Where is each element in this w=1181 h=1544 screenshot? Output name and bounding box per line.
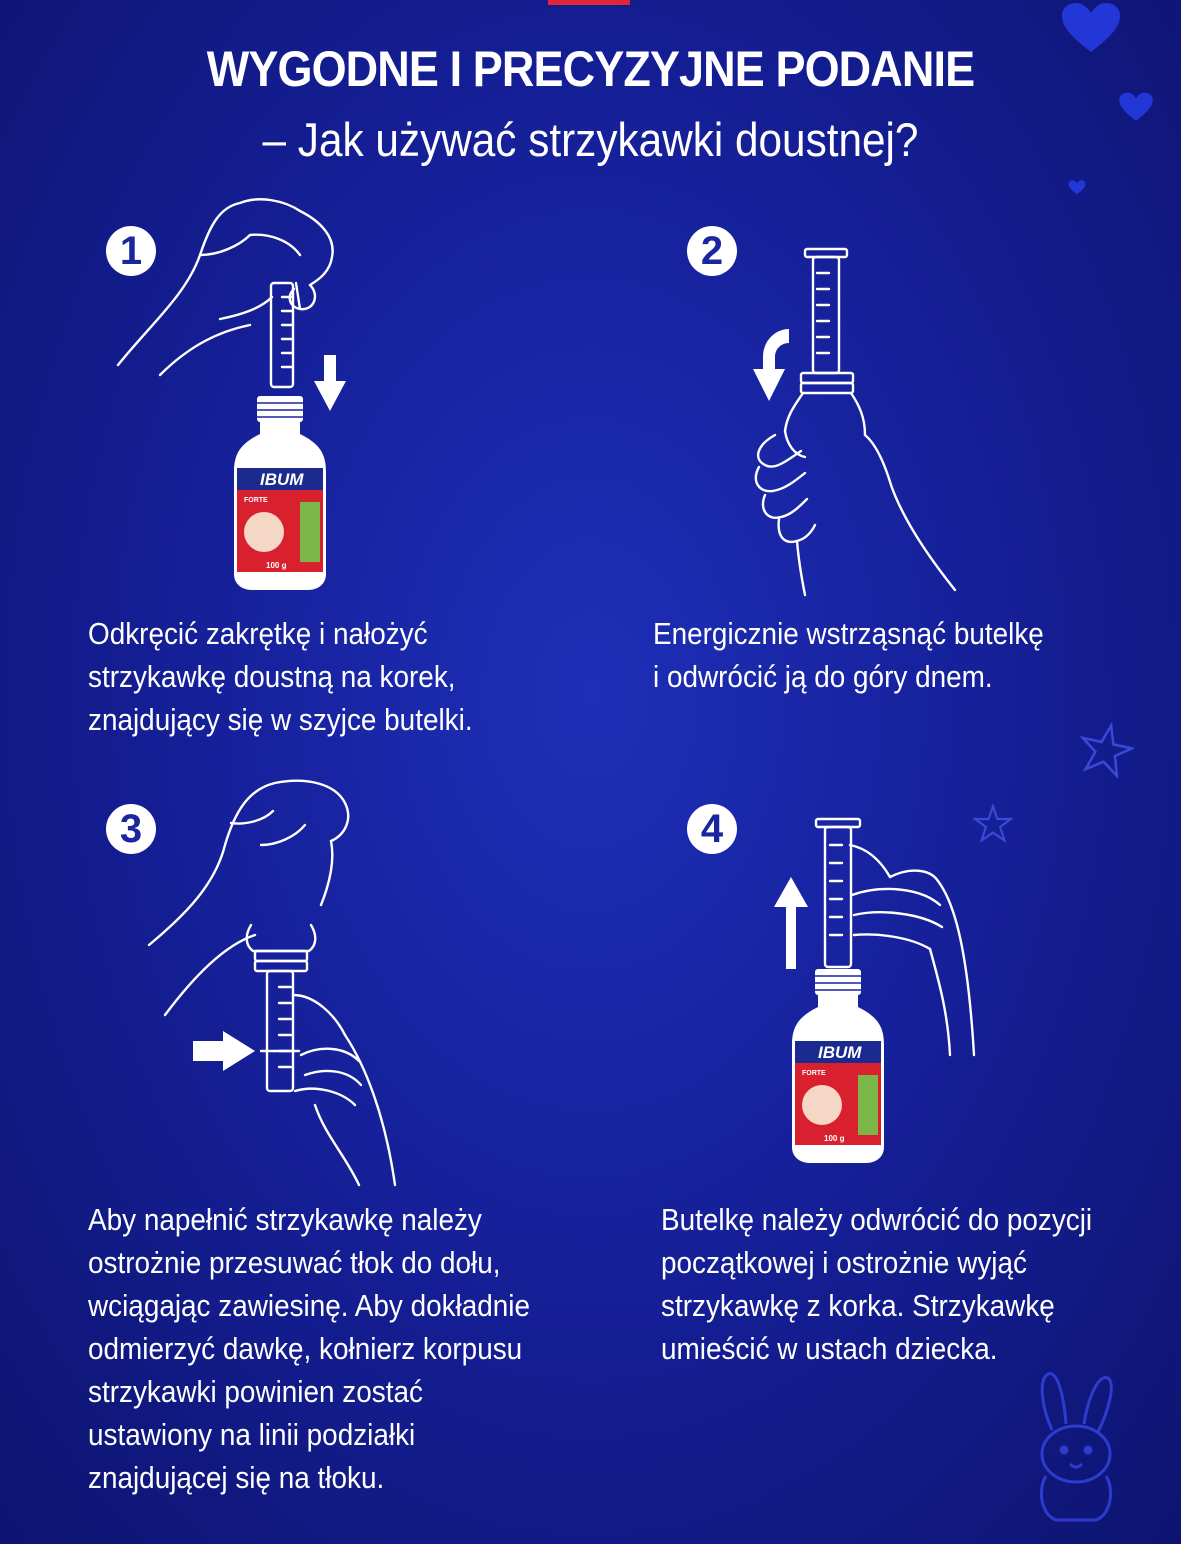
page-title: WYGODNE I PRECYZYJNE PODANIE [206, 41, 975, 97]
bottle-brand: IBUM [818, 1043, 862, 1062]
bottle-weight: 100 g [824, 1134, 845, 1143]
accent-bar [548, 0, 630, 5]
star-icon [1079, 722, 1134, 778]
heart-icon [1068, 180, 1086, 195]
step-4-number: 4 [687, 804, 737, 854]
step-2-number: 2 [687, 226, 737, 276]
step-1-illustration [116, 198, 346, 411]
page-subtitle: – Jak używać strzykawki doustnej? [262, 113, 919, 166]
star-icon [973, 804, 1013, 844]
step-2-illustration [753, 247, 957, 597]
step-1-bottle: IBUM FORTE 100 g [234, 396, 326, 590]
heart-icon [1119, 92, 1153, 121]
bottle-brand: IBUM [260, 470, 304, 489]
bottle-variant: FORTE [802, 1070, 826, 1077]
bottle-weight: 100 g [266, 561, 287, 570]
bottle-variant: FORTE [244, 497, 268, 504]
step-3-text: Aby napełnić strzykawkę należy ostrożnie… [88, 1202, 531, 1495]
step-1-number: 1 [106, 226, 156, 276]
step-4-text: Butelkę należy odwrócić do pozycji począ… [661, 1202, 1093, 1366]
heart-icon [1062, 3, 1120, 52]
step-2-text: Energicznie wstrząsnąć butelkę i odwróci… [653, 616, 1044, 694]
step-1-text: Odkręcić zakrętkę i nałożyć strzykawkę d… [88, 616, 473, 737]
step-3-number: 3 [106, 804, 156, 854]
step-3-illustration [147, 779, 397, 1187]
step-4-illustration [774, 817, 976, 1057]
bunny-icon [1039, 1372, 1113, 1522]
step-4-bottle: IBUM FORTE 100 g [792, 969, 884, 1163]
